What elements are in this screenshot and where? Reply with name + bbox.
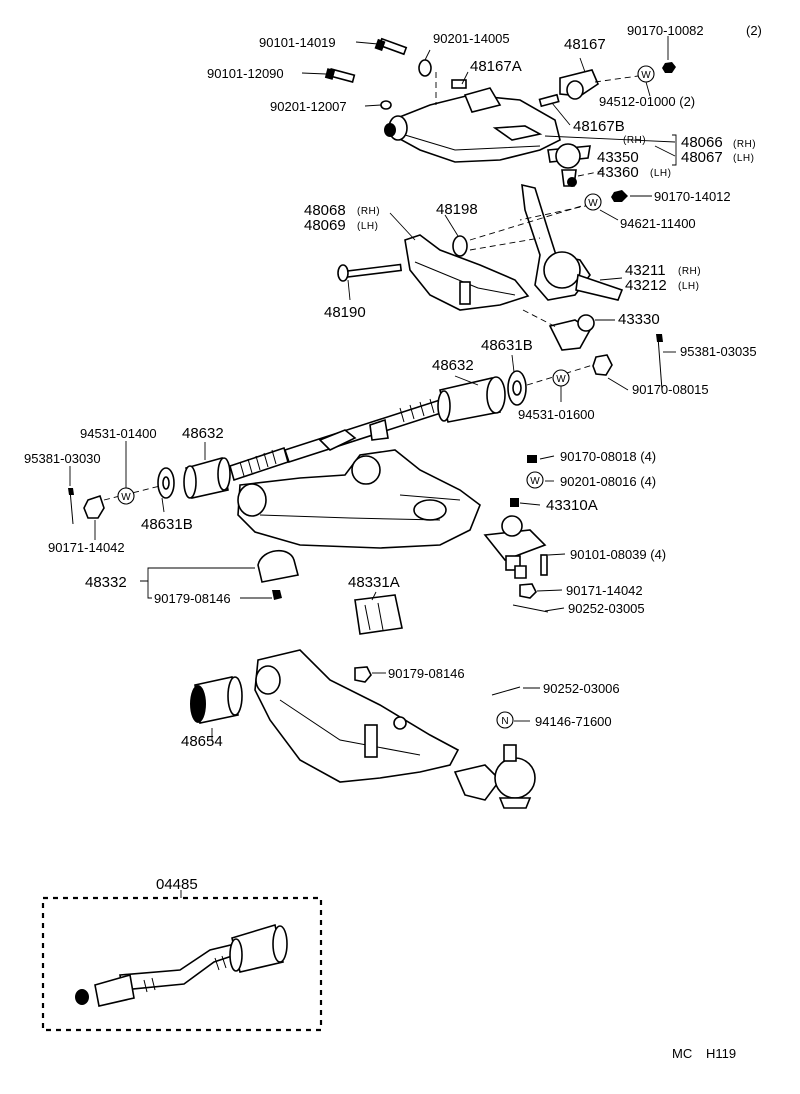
label-48654: 48654 bbox=[181, 733, 223, 750]
label-90101-08039: 90101-08039 (4) bbox=[570, 547, 666, 562]
washer-symbol bbox=[584, 193, 602, 211]
nut-symbol-letter: N bbox=[501, 716, 508, 727]
label-90252-03006: 90252-03006 bbox=[543, 681, 620, 696]
label-90201-12007: 90201-12007 bbox=[270, 99, 347, 114]
label-48632-top: 48632 bbox=[432, 357, 474, 374]
strut-bar-kit-04485 bbox=[41, 890, 323, 1032]
lower-arm-assembly bbox=[237, 449, 549, 635]
label-90170-08015: 90170-08015 bbox=[632, 382, 709, 397]
label-04485: 04485 bbox=[156, 876, 198, 893]
label-48067-side: (LH) bbox=[733, 153, 754, 164]
label-48167A: 48167A bbox=[470, 58, 522, 75]
label-90179-08146-b: 90179-08146 bbox=[388, 666, 465, 681]
label-rh-small: (RH) bbox=[623, 135, 646, 146]
label-48631B-top: 48631B bbox=[481, 337, 533, 354]
lower-control-arm bbox=[190, 649, 536, 809]
washer-symbol-letter: W bbox=[556, 374, 566, 385]
label-48631B-left: 48631B bbox=[141, 516, 193, 533]
label-43360-side: (LH) bbox=[650, 168, 671, 179]
label-95381-03030: 95381-03030 bbox=[24, 451, 101, 466]
label-43211-side: (RH) bbox=[678, 266, 701, 277]
label-43360: 43360 bbox=[597, 164, 639, 181]
label-48167: 48167 bbox=[564, 36, 606, 53]
label-43212: 43212 bbox=[625, 277, 667, 294]
label-43350: 43350 bbox=[597, 149, 639, 166]
diagram-code-mc: MC bbox=[672, 1046, 692, 1061]
label-48190: 48190 bbox=[324, 304, 366, 321]
label-94512-01000: 94512-01000 (2) bbox=[599, 94, 695, 109]
label-90101-14019: 90101-14019 bbox=[259, 35, 336, 50]
diagram-code-h119: H119 bbox=[706, 1046, 736, 1061]
label-94621-11400: 94621-11400 bbox=[620, 216, 696, 231]
label-90170-14012: 90170-14012 bbox=[654, 189, 731, 204]
label-90201-14005: 90201-14005 bbox=[433, 31, 510, 46]
label-48068: 48068 bbox=[304, 202, 346, 219]
label-90170-10082-qty: (2) bbox=[746, 23, 762, 38]
nut-symbol bbox=[496, 711, 514, 729]
washer-symbol-letter: W bbox=[530, 476, 540, 487]
strut-bar-assembly bbox=[68, 334, 663, 525]
label-48066-side: (RH) bbox=[733, 139, 756, 150]
label-48331A: 48331A bbox=[348, 574, 400, 591]
label-48067: 48067 bbox=[681, 149, 723, 166]
label-90171-14042-right: 90171-14042 bbox=[566, 583, 643, 598]
label-48632-left: 48632 bbox=[182, 425, 224, 442]
part-labels: 90101-14019 90201-14005 48167 90170-1008… bbox=[24, 23, 762, 1061]
label-90101-12090: 90101-12090 bbox=[207, 66, 284, 81]
leader-lines bbox=[69, 36, 677, 740]
label-90170-10082: 90170-10082 bbox=[627, 23, 704, 38]
label-94146-71600: 94146-71600 bbox=[535, 714, 612, 729]
label-48198: 48198 bbox=[436, 201, 478, 218]
label-90179-08146-a: 90179-08146 bbox=[154, 591, 231, 606]
label-43212-side: (LH) bbox=[678, 281, 699, 292]
knuckle-and-steering-arm bbox=[337, 183, 624, 351]
washer-symbol bbox=[526, 471, 544, 489]
upper-arm-assembly bbox=[324, 37, 676, 202]
label-48068-side: (RH) bbox=[357, 206, 380, 217]
label-90171-14042-left: 90171-14042 bbox=[48, 540, 125, 555]
label-43211: 43211 bbox=[625, 262, 666, 279]
label-48069-side: (LH) bbox=[357, 221, 378, 232]
washer-symbols: W W W W W N bbox=[117, 65, 655, 729]
washer-symbol-letter: W bbox=[588, 198, 598, 209]
label-48167B: 48167B bbox=[573, 118, 625, 135]
label-48066: 48066 bbox=[681, 134, 723, 151]
label-43310A: 43310A bbox=[546, 497, 598, 514]
label-95381-03035: 95381-03035 bbox=[680, 344, 757, 359]
washer-symbol-letter: W bbox=[641, 70, 651, 81]
washer-symbol-letter: W bbox=[121, 492, 131, 503]
label-43330: 43330 bbox=[618, 311, 660, 328]
label-90170-08018: 90170-08018 (4) bbox=[560, 449, 656, 464]
label-90252-03005: 90252-03005 bbox=[568, 601, 645, 616]
label-48069: 48069 bbox=[304, 217, 346, 234]
label-94531-01400: 94531-01400 bbox=[80, 426, 157, 441]
label-90201-08016: 90201-08016 (4) bbox=[560, 474, 656, 489]
label-48332: 48332 bbox=[85, 574, 127, 591]
label-94531-01600: 94531-01600 bbox=[518, 407, 595, 422]
